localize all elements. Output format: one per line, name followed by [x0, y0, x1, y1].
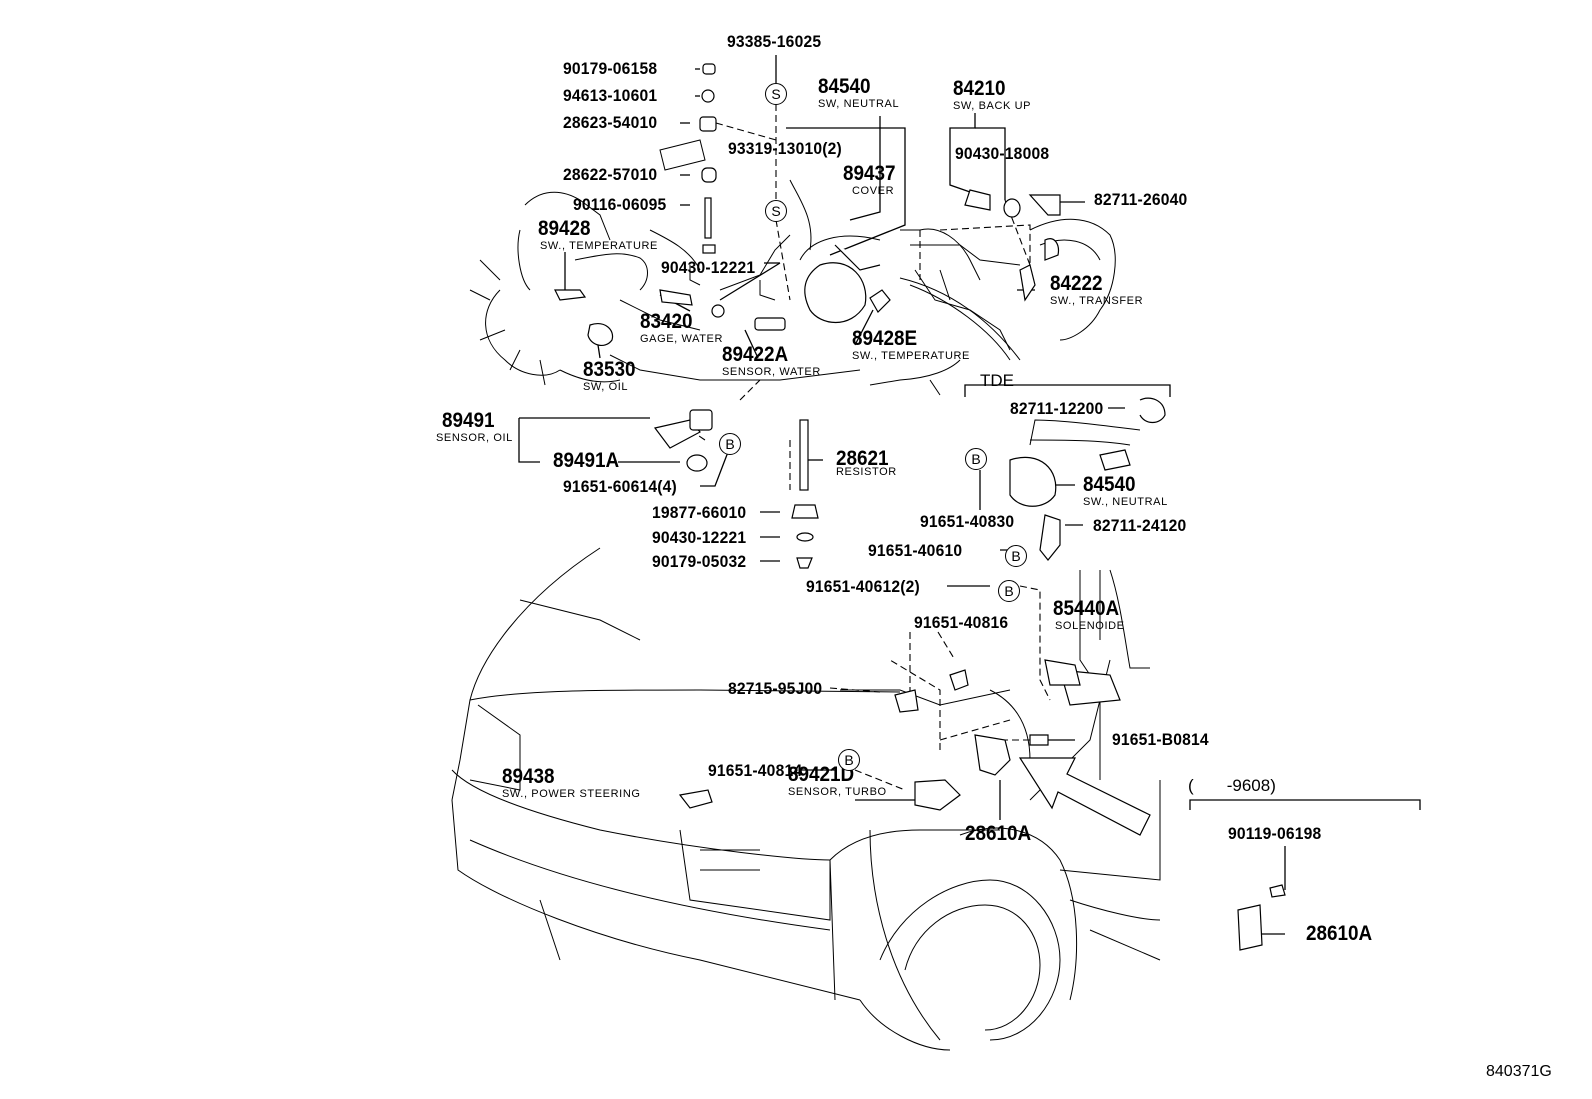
part-91651-60614: 91651-60614(4)	[563, 477, 677, 496]
part-94613-10601: 94613-10601	[563, 86, 658, 105]
part-85440A: 85440A	[1053, 597, 1120, 620]
part-84210: 84210	[953, 77, 1006, 100]
marker-b-neutral-switch: B	[965, 448, 987, 470]
part-84540: 84540	[818, 75, 871, 98]
part-90179-06158: 90179-06158	[563, 59, 658, 78]
part-shapes	[554, 63, 1286, 951]
part-82711-12200: 82711-12200	[1010, 399, 1104, 418]
part-28621-description: RESISTOR	[836, 466, 897, 478]
part-91651-B0814: 91651-B0814	[1112, 730, 1209, 749]
part-84540-tde: 84540	[1083, 473, 1136, 496]
marker-b-91651-40610: B	[1005, 545, 1027, 567]
part-91651-40816: 91651-40816	[914, 613, 1009, 632]
tde-label: TDE	[980, 371, 1014, 390]
part-85440A-description: SOLENOIDE	[1055, 620, 1125, 632]
part-84540-tde-description: SW., NEUTRAL	[1083, 496, 1168, 508]
part-82715-95J00: 82715-95J00	[728, 679, 823, 698]
part-91651-40612: 91651-40612(2)	[806, 577, 920, 596]
part-28610A-alt: 28610A	[1306, 922, 1373, 945]
part-89491-description: SENSOR, OIL	[436, 432, 513, 444]
part-89428E-description: SW., TEMPERATURE	[852, 350, 970, 362]
vehicle-body	[451, 547, 1161, 1051]
part-84222-description: SW., TRANSFER	[1050, 295, 1144, 307]
part-83530-description: SW, OIL	[583, 381, 629, 393]
part-90430-18008: 90430-18008	[955, 144, 1050, 163]
marker-s-lower: S	[765, 200, 787, 222]
part-89438: 89438	[502, 765, 555, 788]
part-89422A-description: SENSOR, WATER	[722, 366, 821, 378]
part-28621: 28621	[836, 447, 889, 470]
part-19877-66010: 19877-66010	[652, 503, 747, 522]
part-28622-57010: 28622-57010	[563, 165, 658, 184]
part-89437-description: COVER	[852, 185, 895, 197]
leader-lines	[518, 55, 1421, 935]
part-84210-description: SW, BACK UP	[953, 100, 1032, 112]
part-93385-16025: 93385-16025	[727, 32, 822, 51]
part-89438-description: SW., POWER STEERING	[502, 788, 641, 800]
part-91651-40610: 91651-40610	[868, 541, 963, 560]
part-28610A: 28610A	[965, 822, 1032, 845]
part-90119-06198: 90119-06198	[1228, 824, 1322, 843]
part-89428: 89428	[538, 217, 591, 240]
part-84540-description: SW, NEUTRAL	[818, 98, 900, 110]
marker-b-91651-40814: B	[838, 749, 860, 771]
part-89491A: 89491A	[553, 449, 620, 472]
part-90116-06095: 90116-06095	[573, 195, 667, 214]
part-89428E: 89428E	[852, 327, 918, 350]
part-93319-13010: 93319-13010(2)	[728, 139, 842, 158]
part-84222: 84222	[1050, 272, 1103, 295]
part-89437: 89437	[843, 162, 896, 185]
part-28623-54010: 28623-54010	[563, 113, 658, 132]
part-83530: 83530	[583, 358, 636, 381]
part-90430-12221-lower: 90430-12221	[652, 528, 747, 547]
date-range-label: ( -9608)	[1188, 776, 1276, 795]
marker-b-91651-40612: B	[998, 580, 1020, 602]
part-89422A: 89422A	[722, 343, 789, 366]
part-89421D-description: SENSOR, TURBO	[788, 786, 887, 798]
part-83420: 83420	[640, 310, 693, 333]
illustration-code: 840371G	[1486, 1063, 1552, 1080]
part-90430-12221-upper: 90430-12221	[661, 258, 756, 277]
part-89421D: 89421D	[788, 763, 855, 786]
engine-outline	[469, 179, 1116, 396]
part-90179-05032: 90179-05032	[652, 552, 747, 571]
part-83420-description: GAGE, WATER	[640, 333, 723, 345]
part-91651-40814: 91651-40814	[708, 761, 803, 780]
part-82711-24120: 82711-24120	[1093, 516, 1187, 535]
part-89428-description: SW., TEMPERATURE	[540, 240, 658, 252]
part-82711-26040: 82711-26040	[1094, 190, 1188, 209]
part-91651-40830: 91651-40830	[920, 512, 1015, 531]
view-arrow	[1018, 757, 1151, 836]
part-89491: 89491	[442, 409, 495, 432]
marker-s-top: S	[765, 83, 787, 105]
marker-b-oil-sensor: B	[719, 433, 741, 455]
